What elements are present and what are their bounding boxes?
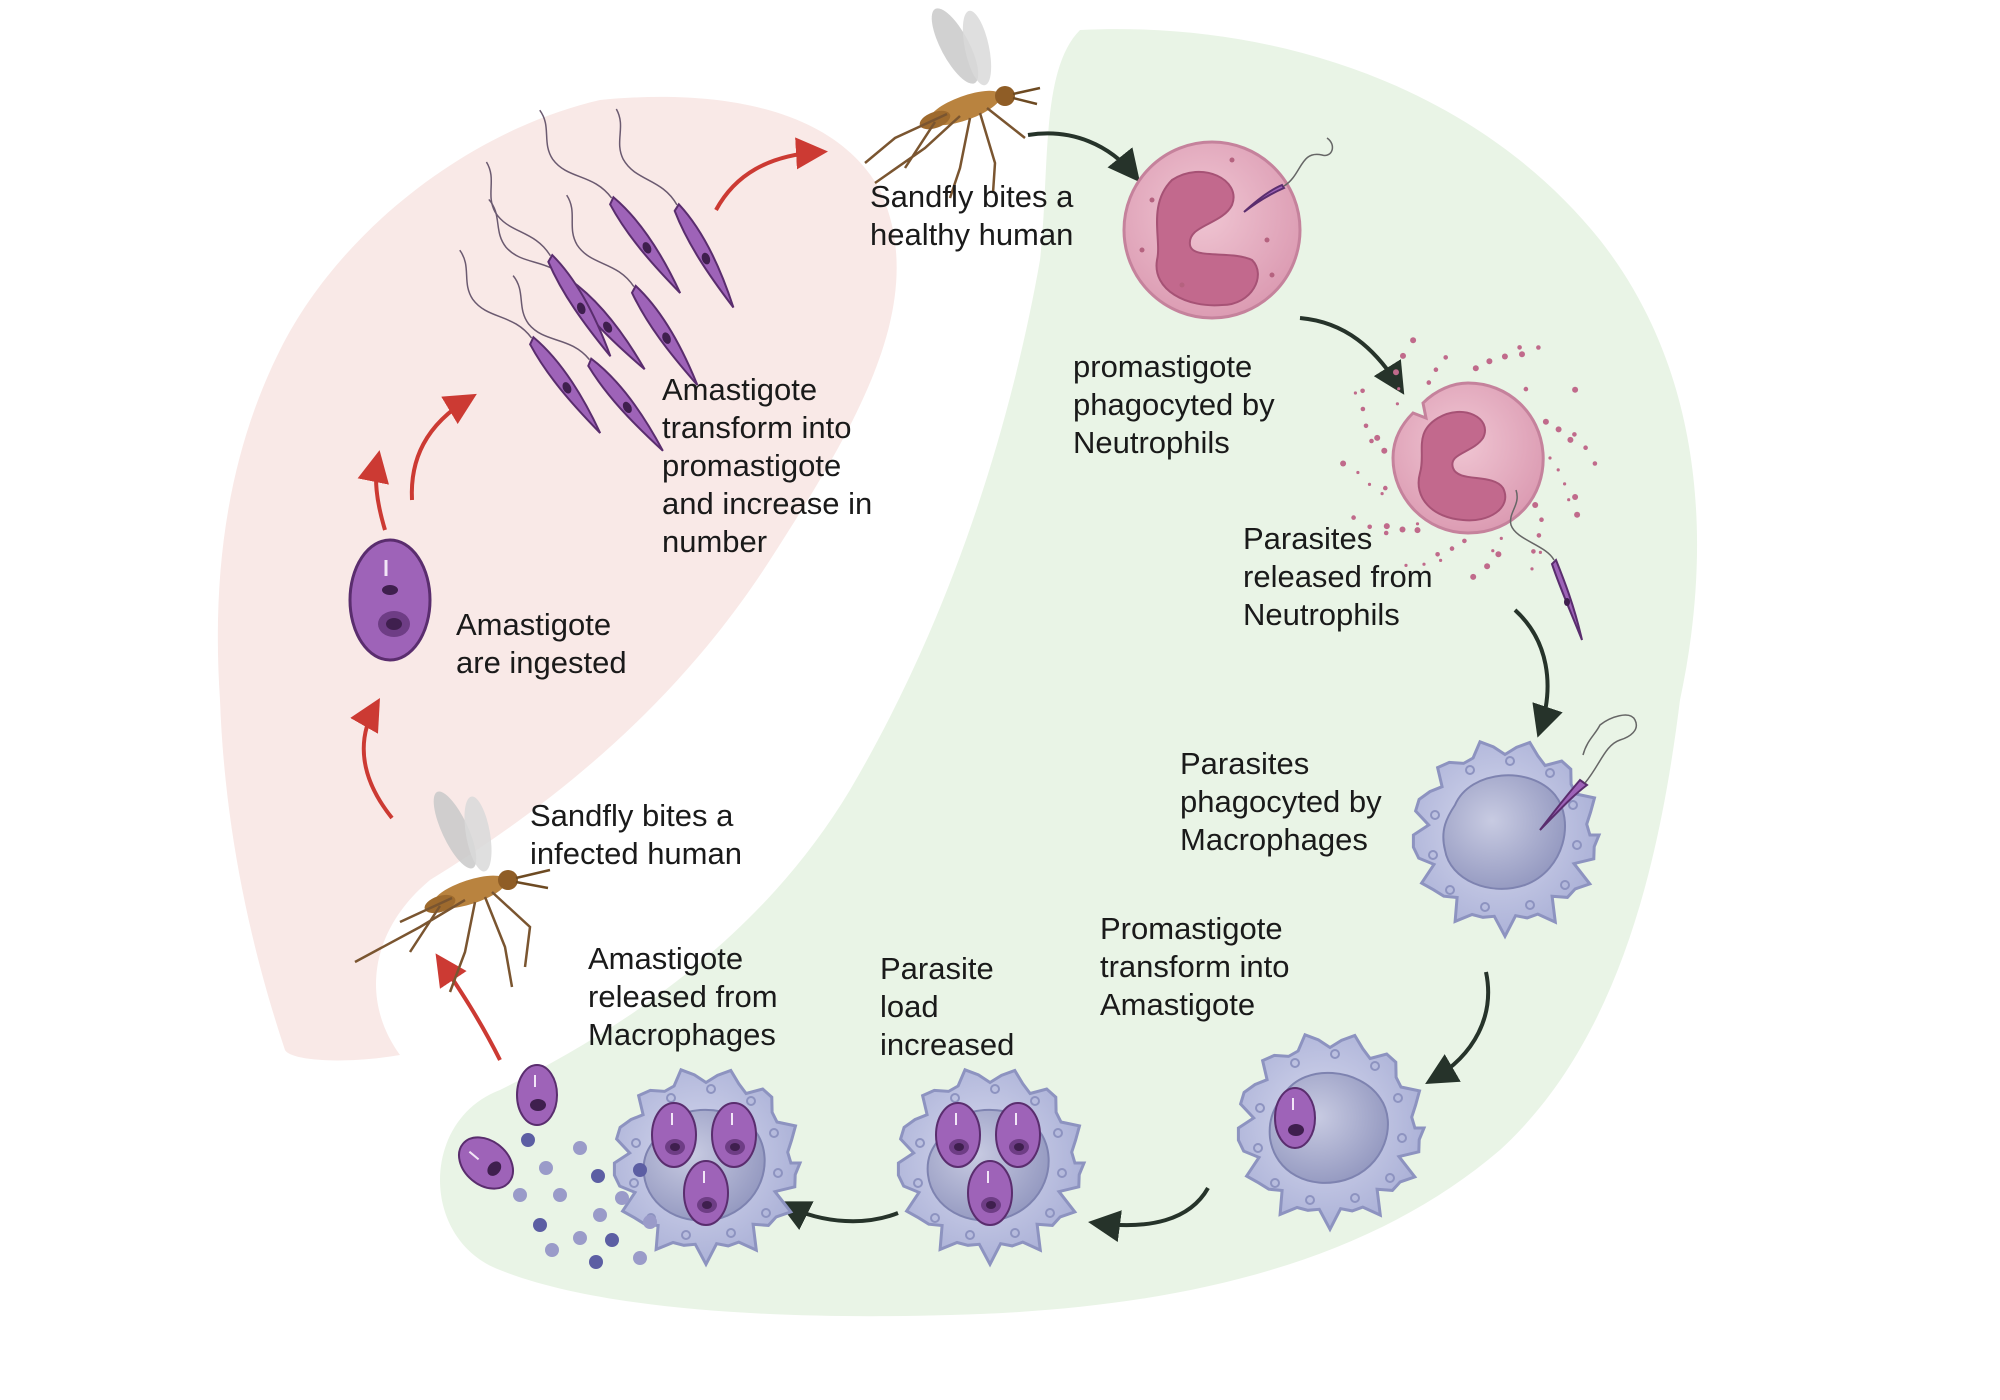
promastigote-icon xyxy=(539,109,682,294)
arrow-to-neutrophil xyxy=(1027,131,1141,183)
sandfly-icon xyxy=(354,791,551,993)
arrow-to-amastigote xyxy=(357,450,389,531)
promastigote-icon xyxy=(566,194,699,386)
amastigote-icon xyxy=(458,1136,514,1190)
promastigote-icon xyxy=(1539,714,1637,831)
released-particles xyxy=(513,1133,657,1269)
amastigote-icon xyxy=(516,1064,558,1126)
arrow-from-macrophage xyxy=(435,953,502,1061)
arrow-to-promastigote xyxy=(409,393,477,501)
amastigote-icon xyxy=(711,1102,757,1168)
amastigote-icon xyxy=(935,1102,981,1168)
arrow-to-macrophage xyxy=(1513,608,1563,738)
promastigote-icon xyxy=(1509,489,1583,641)
amastigote-icon xyxy=(348,538,432,662)
macrophage-icon xyxy=(1236,1032,1427,1233)
amastigote-icon xyxy=(651,1102,697,1168)
promastigote-icon xyxy=(512,275,664,452)
amastigote-icon xyxy=(967,1160,1013,1226)
arrow-to-ingest xyxy=(350,698,394,820)
neutrophil-icon xyxy=(1122,137,1334,320)
promastigote-cluster xyxy=(459,108,735,452)
arrow-to-sandfly xyxy=(714,137,828,211)
promastigote-icon xyxy=(485,161,612,357)
macrophage-icon xyxy=(612,1067,803,1268)
arrow-to-load xyxy=(1088,1186,1210,1242)
macrophage-icon xyxy=(1411,714,1637,940)
neutrophil-icon xyxy=(1340,337,1598,580)
sandfly-icon xyxy=(864,8,1041,199)
arrow-to-release-amastigote xyxy=(777,1201,899,1231)
macrophage-icon xyxy=(896,1067,1087,1268)
human-stage-background xyxy=(440,29,1698,1317)
vector-stage-background xyxy=(217,96,897,1061)
arrow-to-transform xyxy=(1425,971,1491,1085)
promastigote-icon xyxy=(459,249,602,434)
promastigote-icon xyxy=(615,108,735,309)
amastigote-icon xyxy=(995,1102,1041,1168)
amastigote-icon xyxy=(1274,1087,1316,1149)
arrow-to-release xyxy=(1299,316,1405,395)
promastigote-icon xyxy=(1243,183,1286,213)
cycle-arrows xyxy=(350,131,1563,1242)
amastigote-icon xyxy=(683,1160,729,1226)
